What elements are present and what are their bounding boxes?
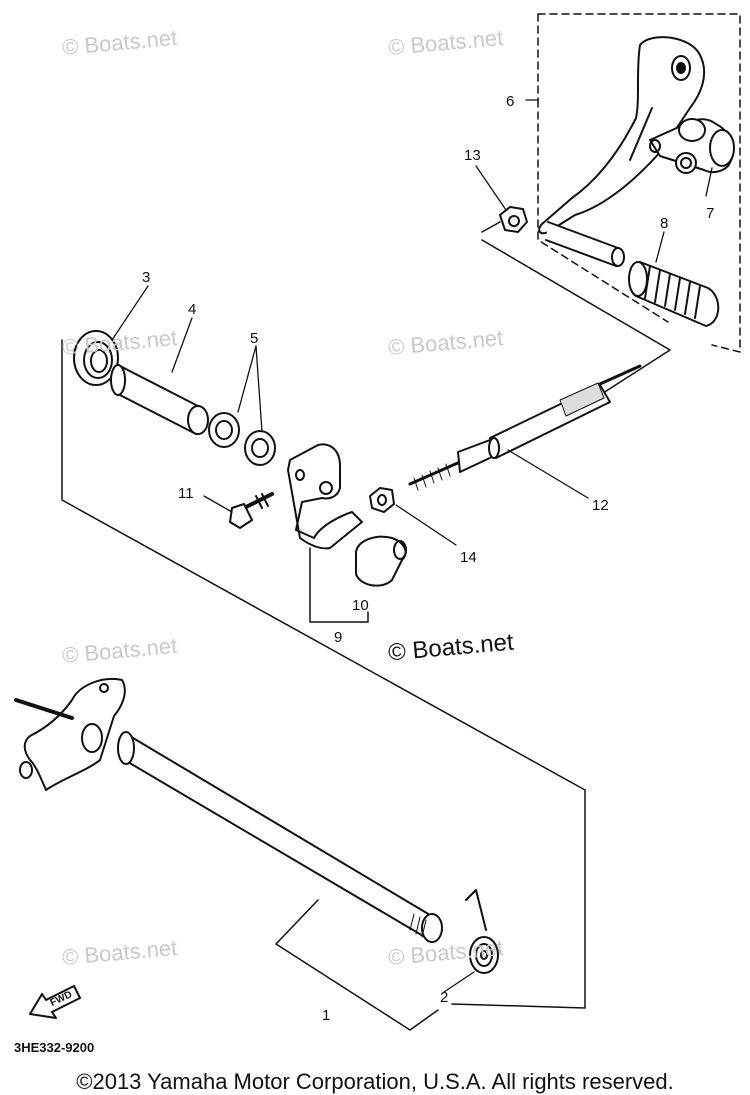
callout-10: 10 — [352, 597, 369, 614]
pedal-to-rod-leader — [481, 239, 671, 396]
callout-12: 12 — [592, 497, 609, 514]
callout-8: 8 — [660, 215, 668, 232]
callout-9: 9 — [334, 629, 342, 646]
callout-1: 1 — [322, 1007, 330, 1024]
bearing-pair — [208, 412, 276, 466]
callout-7: 7 — [706, 205, 714, 222]
nut-13 — [481, 206, 528, 233]
footrest-rubber — [628, 261, 720, 327]
callout-2: 2 — [440, 989, 448, 1006]
assembly-leader-frame — [61, 339, 586, 791]
callout-4: 4 — [188, 301, 196, 318]
oil-seal — [73, 330, 119, 386]
bracket-9 — [309, 547, 369, 623]
shift-pedal-lever — [538, 36, 706, 267]
diagram-code: 3HE332-9200 — [14, 1040, 95, 1055]
nut-14 — [369, 487, 395, 513]
return-spring — [465, 889, 499, 974]
leader-1 — [275, 899, 439, 1031]
shift-arm — [287, 443, 363, 550]
callout-labels: 1 2 3 4 5 6 7 8 9 10 11 12 13 14 — [142, 93, 714, 1024]
joint-cap-10 — [355, 535, 407, 587]
bolt-11 — [229, 492, 274, 529]
callout-5: 5 — [250, 330, 258, 347]
callout-leaders — [111, 99, 713, 993]
collar — [110, 364, 209, 435]
callout-3: 3 — [142, 269, 150, 286]
callout-14: 14 — [460, 549, 477, 566]
callout-11: 11 — [178, 485, 194, 502]
shift-rod — [408, 364, 642, 491]
pedal-assembly-dashed-box — [537, 13, 741, 353]
copyright-notice: ©2013 Yamaha Motor Corporation, U.S.A. A… — [76, 1069, 674, 1094]
shift-shaft — [14, 678, 443, 943]
forward-arrow-icon: FWD — [29, 985, 81, 1019]
callout-6: 6 — [506, 93, 514, 110]
callout-13: 13 — [464, 147, 481, 164]
pedal-joint — [649, 118, 735, 174]
right-leader-frame — [451, 789, 586, 1009]
